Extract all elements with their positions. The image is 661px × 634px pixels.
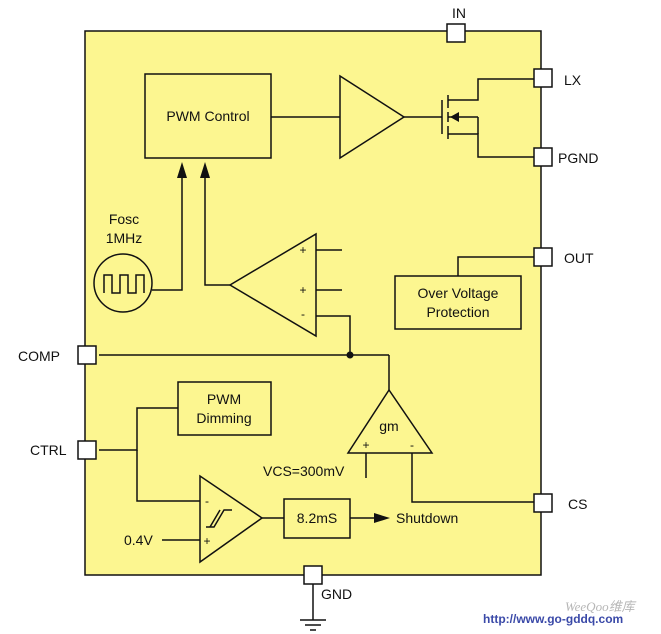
pin-out-label: OUT [564,250,594,266]
pin-comp-label: COMP [18,348,60,364]
pin-in-label: IN [452,5,466,21]
pin-pgnd-label: PGND [558,150,598,166]
shutdown-label: Shutdown [396,510,458,526]
square-wave-icon [103,274,145,294]
oscillator-circle [93,253,153,313]
pin-ctrl-pad [77,440,97,460]
comparator-minus: - [301,307,305,321]
osc-label-2: 1MHz [106,230,143,246]
pin-in-pad [446,23,466,43]
gm-plus: + [362,438,369,452]
pin-gnd-label: GND [321,586,352,602]
delay-label: 8.2mS [297,510,337,526]
pin-comp-pad [77,345,97,365]
vcs-label: VCS=300mV [263,463,345,479]
wires [99,78,536,620]
gm-minus: - [410,438,414,452]
pin-gnd-pad [303,565,323,585]
pin-pgnd-pad [533,147,553,167]
osc-label-1: Fosc [109,211,139,227]
comparator-plus-2: + [299,283,306,297]
pwm-dimming-block [177,381,272,436]
comparator-plus-1: + [299,243,306,257]
delay-block [283,498,351,539]
hyst-minus: - [205,494,209,508]
comparator-arrow [200,162,210,178]
watermark-url: http://www.go-gddq.com [483,612,623,626]
pwm-control-label: PWM Control [166,108,249,124]
hysteresis-comparator [199,474,264,564]
pin-cs-pad [533,493,553,513]
pin-cs-label: CS [568,496,587,512]
chip-body [84,30,542,576]
dimming-label-2: Dimming [196,410,251,426]
over-voltage-protection-block [394,275,522,330]
hysteresis-icon-2 [209,509,221,528]
driver-buffer [339,74,406,160]
pin-ctrl-label: CTRL [30,442,67,458]
pin-out-pad [533,247,553,267]
pin-lx-label: LX [564,72,582,88]
mosfet-arrow [450,112,459,122]
dimming-label-1: PWM [207,391,241,407]
hyst-plus: + [203,534,210,548]
mosfet-symbol [441,95,458,139]
pwm-control-block [144,73,272,159]
watermark-brand: WeeQoo维库 [565,599,637,614]
gm-label: gm [379,418,398,434]
pin-pads [77,23,553,585]
vref-label: 0.4V [124,532,153,548]
ovp-label-2: Protection [426,304,489,320]
ovp-label-1: Over Voltage [418,285,499,301]
shutdown-arrow [374,513,390,523]
pin-lx-pad [533,68,553,88]
comp-junction [346,351,354,359]
gm-amplifier [346,388,434,454]
osc-arrow [177,162,187,178]
ground-symbol [300,619,326,631]
error-comparator [228,232,317,338]
